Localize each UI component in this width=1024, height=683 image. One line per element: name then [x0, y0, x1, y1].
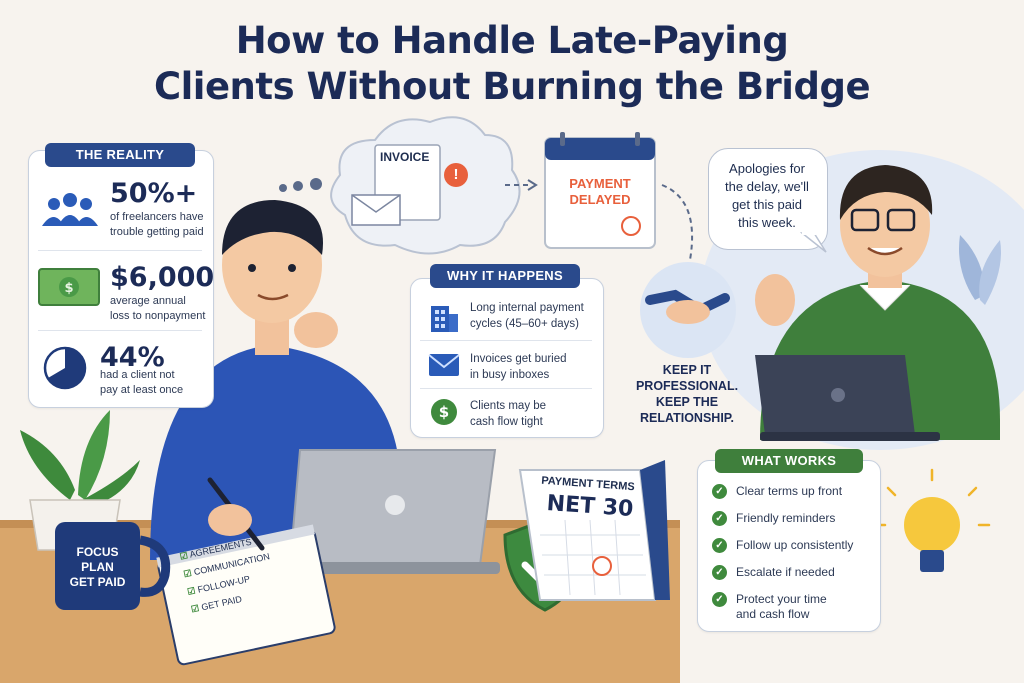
notebook: [156, 524, 336, 666]
why-header: WHY IT HAPPENS: [430, 264, 580, 288]
divider: [38, 330, 202, 331]
check-icon: ✓: [712, 592, 727, 607]
glasses-icon: [850, 208, 880, 232]
checkbox-icon: ☑: [182, 567, 193, 580]
stat-2-line2: loss to nonpayment: [110, 310, 206, 322]
checkbox-icon: ☑: [178, 550, 189, 562]
alert-mark: !: [453, 166, 459, 183]
invoice-label: INVOICE: [380, 150, 430, 164]
reality-header: THE REALITY: [45, 143, 195, 167]
page-title: How to Handle Late-Paying Clients Withou…: [0, 18, 1024, 110]
works-card: [697, 460, 881, 632]
stat-3-line2: pay at least once: [100, 384, 184, 396]
speech-text: Apologies for the delay, we'll get this …: [712, 160, 822, 232]
building-icon: [431, 306, 458, 332]
mug-line2: PLAN: [81, 560, 114, 574]
why-item-3-line2: cash flow tight: [470, 416, 543, 428]
mug-line3: GET PAID: [69, 575, 126, 589]
stat-1-line2: trouble getting paid: [110, 226, 204, 238]
speech-line2: the delay, we'll: [725, 179, 809, 194]
works-item-2: Friendly reminders: [736, 511, 836, 525]
keep-line4: RELATIONSHIP.: [640, 411, 734, 425]
money-icon: $: [38, 268, 100, 306]
pie-chart-icon: [43, 346, 87, 390]
man-left-hand: [294, 312, 338, 348]
speech-line4: this week.: [738, 215, 796, 230]
works-item-5-line2: and cash flow: [736, 607, 810, 621]
calendar-top-line1: PAYMENT: [569, 176, 631, 191]
works-item-3: Follow up consistently: [736, 538, 854, 552]
lightbulb-icon: [904, 497, 960, 553]
divider: [420, 388, 592, 389]
man-right-hand: [755, 274, 795, 326]
stat-2-desc: average annual loss to nonpayment: [110, 294, 205, 324]
divider: [420, 340, 592, 341]
stat-1-value: 50%+: [110, 178, 198, 209]
title-line-1: How to Handle Late-Paying: [235, 19, 789, 62]
stat-1-desc: of freelancers have trouble getting paid: [110, 210, 204, 240]
speech-line1: Apologies for: [729, 161, 805, 176]
mug: [55, 522, 140, 610]
speech-bubble-tail: [800, 232, 827, 253]
svg-text:$: $: [64, 281, 73, 296]
works-item-1: Clear terms up front: [736, 484, 843, 498]
why-item-1-line2: cycles (45–60+ days): [470, 318, 579, 330]
works-item-5-line1: Protect your time: [736, 592, 827, 606]
keep-line2: PROFESSIONAL.: [635, 379, 739, 393]
stat-1-line1: of freelancers have: [110, 211, 204, 223]
stat-2-line1: average annual: [110, 295, 186, 307]
calendar-top-line2: DELAYED: [569, 192, 631, 207]
check-icon: ✓: [712, 565, 727, 580]
man-right-hair: [839, 165, 933, 220]
title-line-2: Clients Without Burning the Bridge: [153, 65, 871, 108]
stat-3-value: 44%: [100, 342, 165, 373]
why-item-2-line2: in busy inboxes: [470, 369, 550, 381]
mug-text: FOCUS PLAN GET PAID: [55, 545, 140, 590]
keep-line3: KEEP THE: [655, 395, 719, 409]
checkbox-icon: ☑: [186, 585, 197, 597]
stat-2-value: $6,000: [110, 262, 215, 293]
check-icon: ✓: [712, 538, 727, 553]
svg-text:$: $: [439, 403, 449, 421]
works-item-4: Escalate if needed: [736, 565, 835, 579]
calendar-top-text: PAYMENT DELAYED: [545, 176, 655, 208]
man-left-hair: [222, 200, 324, 255]
alert-icon: [444, 163, 468, 187]
speech-line3: get this paid: [731, 197, 803, 212]
keep-professional-text: KEEP IT PROFESSIONAL. KEEP THE RELATIONS…: [632, 362, 742, 426]
why-item-3-line1: Clients may be: [470, 400, 547, 412]
dollar-icon: $: [431, 399, 457, 425]
why-item-2: Invoices get buried in busy inboxes: [470, 351, 567, 383]
divider: [38, 250, 202, 251]
envelope-icon: [428, 354, 460, 376]
works-item-5: Protect your time and cash flow: [736, 592, 827, 622]
why-item-1: Long internal payment cycles (45–60+ day…: [470, 300, 584, 332]
man-left-writing-hand: [208, 504, 252, 536]
why-item-1-line1: Long internal payment: [470, 302, 584, 314]
mug-line1: FOCUS: [76, 545, 119, 559]
why-item-3: Clients may be cash flow tight: [470, 398, 546, 430]
man-right-face: [840, 173, 930, 277]
stat-3-line1: had a client not: [100, 369, 175, 381]
checkbox-icon: ☑: [190, 603, 201, 615]
people-icon: [42, 193, 98, 226]
why-item-2-line1: Invoices get buried: [470, 353, 567, 365]
stat-3-desc: had a client not pay at least once: [100, 368, 183, 398]
check-icon: ✓: [712, 484, 727, 499]
works-header: WHAT WORKS: [715, 449, 863, 473]
check-icon: ✓: [712, 511, 727, 526]
keep-line1: KEEP IT: [662, 363, 712, 377]
